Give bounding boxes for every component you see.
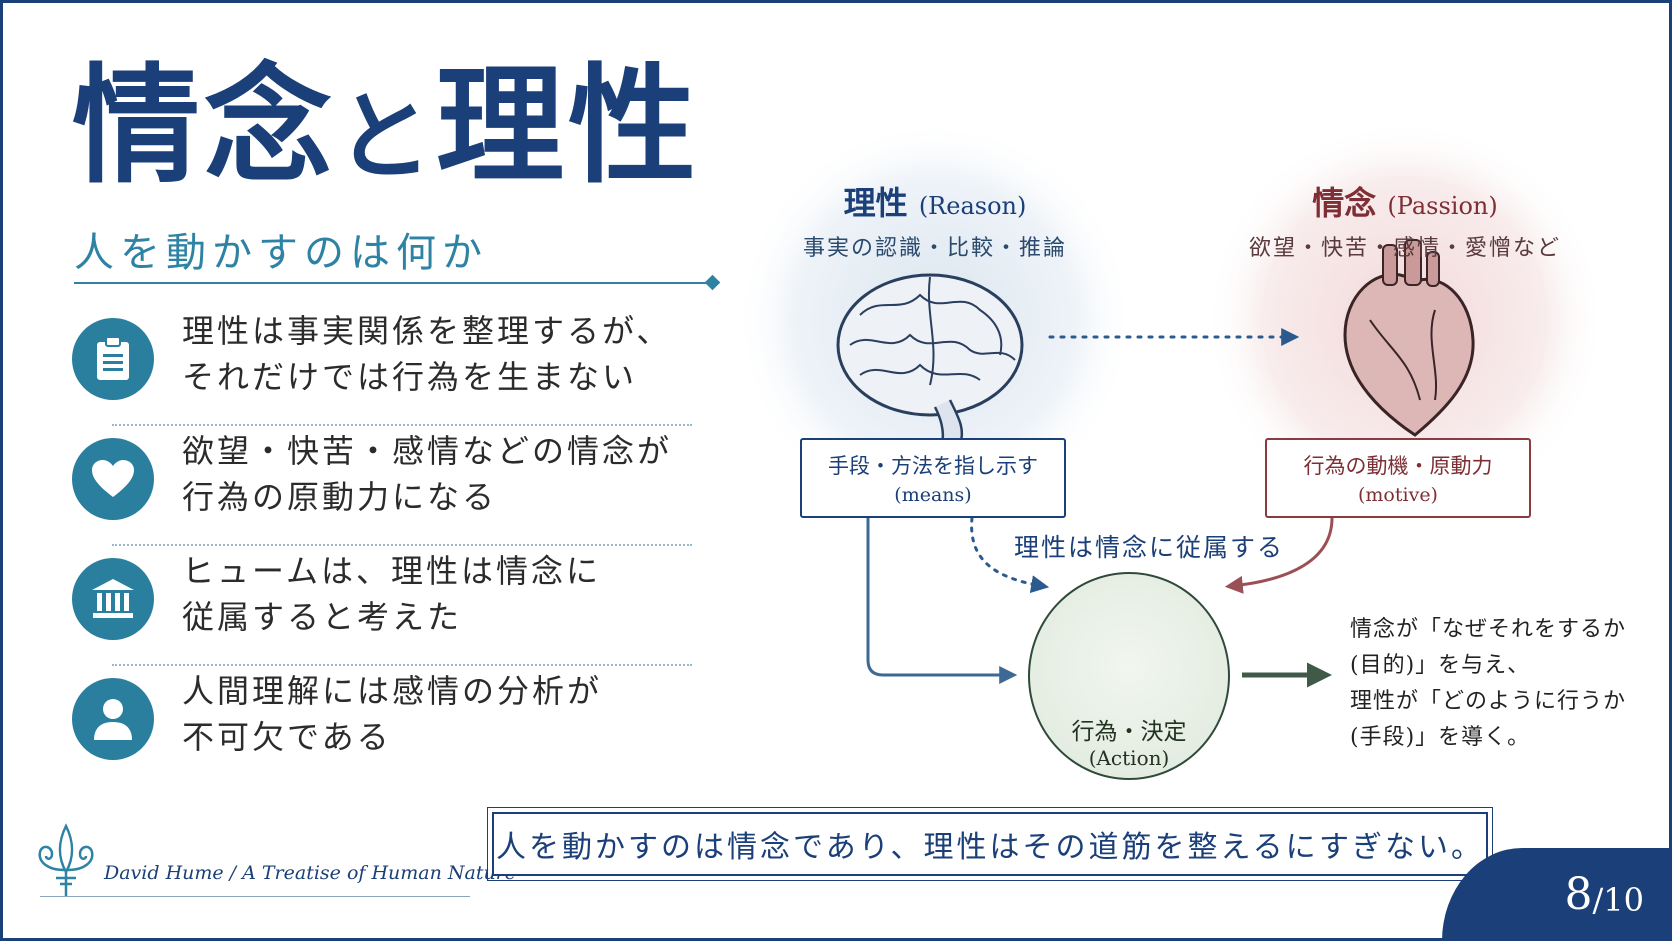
title-conjunction: と: [336, 80, 437, 193]
point-divider: [112, 664, 692, 666]
point-text: ヒュームは、理性は情念に従属すると考えた: [182, 552, 602, 636]
passion-role: 行為の動機・原動力: [1303, 454, 1493, 478]
reason-role-box: 手段・方法を指し示す (means): [800, 438, 1066, 518]
point-text: 理性は事実関係を整理するが、それだけでは行為を生まない: [182, 312, 672, 396]
explanation-text: 情念が「なぜそれをするか (目的)」を与え、 理性が「どのように行うか (手段)…: [1350, 617, 1627, 750]
point-item: ヒュームは、理性は情念に従属すると考えた: [72, 540, 692, 650]
reason-latin: (Reason): [918, 192, 1027, 220]
reason-role-latin: (means): [894, 484, 972, 506]
page-total: /10: [1592, 880, 1645, 919]
footer-source: David Hume / A Treatise of Human Nature: [104, 862, 517, 884]
point-text: 人間理解には感情の分析が不可欠である: [182, 672, 603, 756]
reason-description: 事実の認識・比較・推論: [802, 236, 1067, 261]
point-item: 欲望・快苦・感情などの情念が行為の原動力になる: [72, 420, 692, 530]
passion-name: 情念: [1312, 184, 1377, 222]
action-name: 行為・決定: [1071, 719, 1187, 745]
title-reason: 理性: [436, 51, 701, 201]
passion-header: 情念 (Passion) 欲望・快苦・感情・愛憎など: [1235, 178, 1575, 262]
point-divider: [112, 544, 692, 546]
passion-description: 欲望・快苦・感情・愛憎など: [1248, 236, 1561, 261]
museum-icon: [72, 558, 154, 640]
passion-latin: (Passion): [1387, 192, 1498, 220]
page-current: 8: [1564, 869, 1593, 920]
footer-underline: [40, 896, 470, 897]
action-label: 行為・決定 (Action): [1028, 712, 1230, 770]
conclusion-banner: 人を動かすのは情念であり、理性はその道筋を整えるにすぎない。: [487, 807, 1493, 881]
point-item: 理性は事実関係を整理するが、それだけでは行為を生まない: [72, 300, 692, 410]
reason-header: 理性 (Reason) 事実の認識・比較・推論: [800, 178, 1070, 262]
point-divider: [112, 424, 692, 426]
point-item: 人間理解には感情の分析が不可欠である: [72, 660, 692, 770]
subtitle-underline: [74, 282, 714, 284]
fleur-de-lis-icon: [38, 823, 94, 896]
subordinate-label: 理性は情念に従属する: [1014, 533, 1285, 562]
action-latin: (Action): [1088, 746, 1170, 770]
passion-role-latin: (motive): [1358, 484, 1438, 506]
page-number: 8/10: [1442, 848, 1672, 941]
title-passion: 情念: [72, 51, 337, 201]
reason-name: 理性: [843, 184, 908, 222]
slide-subtitle: 人を動かすのは何か: [74, 230, 488, 276]
passion-role-box: 行為の動機・原動力 (motive): [1265, 438, 1531, 518]
heart-icon: [72, 438, 154, 520]
clipboard-icon: [72, 318, 154, 400]
point-text: 欲望・快苦・感情などの情念が行為の原動力になる: [182, 432, 673, 516]
person-icon: [72, 678, 154, 760]
slide-title: 情念と理性: [72, 62, 700, 190]
action-circle: [1028, 572, 1230, 780]
reason-role: 手段・方法を指し示す: [828, 454, 1038, 478]
